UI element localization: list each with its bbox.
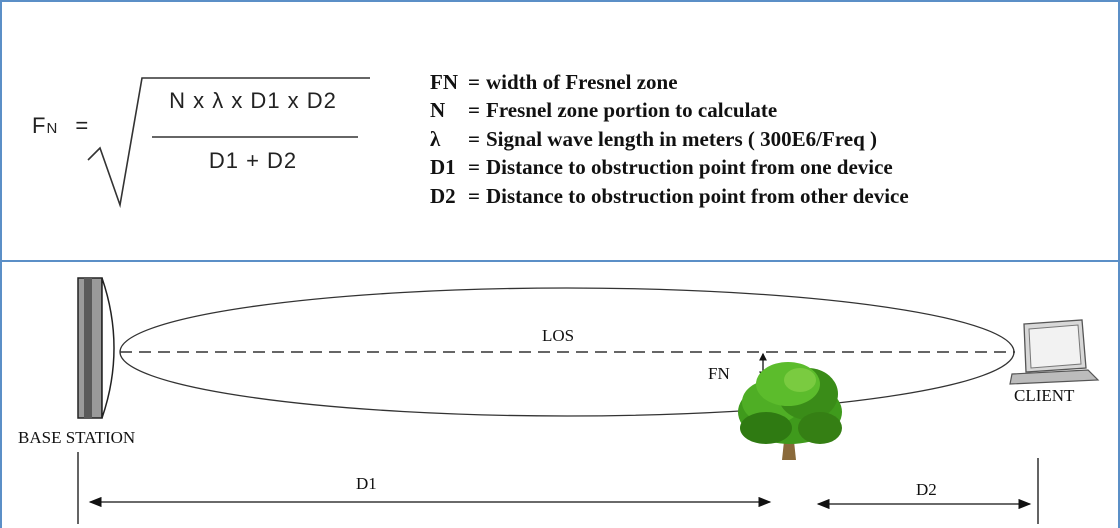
formula-equals: =	[75, 113, 90, 138]
legend-symbol: D1	[430, 155, 456, 180]
legend-row: D2 =Distance to obstruction point from ot…	[430, 182, 1110, 211]
diagram-drawing	[77, 277, 1100, 524]
legend-equals: =	[468, 126, 480, 151]
legend-text: width of Fresnel zone	[486, 69, 678, 94]
formula-lhs: FN =	[32, 113, 89, 139]
d2-label: D2	[916, 480, 937, 499]
legend-equals: =	[468, 69, 480, 94]
fresnel-formula: FN = N x λ x D1 x D2 D1 + D2	[0, 0, 400, 260]
base-station-label: BASE STATION	[18, 428, 136, 447]
legend-symbol: λ	[430, 126, 441, 151]
legend-row: D1 =Distance to obstruction point from on…	[430, 154, 1110, 183]
los-label: LOS	[542, 326, 575, 345]
legend-equals: =	[468, 98, 480, 123]
legend-symbol: N	[430, 98, 446, 123]
legend-symbol: FN	[430, 69, 458, 94]
legend-equals: =	[468, 155, 480, 180]
section-divider	[0, 260, 1120, 262]
radical-sign	[87, 77, 370, 209]
laptop-icon	[1009, 319, 1100, 385]
legend-row: λ =Signal wave length in meters ( 300E6/F…	[430, 125, 1110, 154]
formula-lhs-subscript: N	[46, 120, 59, 137]
d1-label: D1	[356, 474, 377, 493]
legend-text: Fresnel zone portion to calculate	[486, 98, 778, 123]
fn-label: FN	[708, 364, 730, 383]
tree-icon	[738, 362, 842, 460]
legend-text: Distance to obstruction point from other…	[486, 183, 909, 208]
formula-denominator: D1 + D2	[208, 148, 298, 173]
formula-lhs-symbol: F	[32, 113, 47, 138]
legend-text: Signal wave length in meters ( 300E6/Fre…	[486, 126, 878, 151]
legend-text: Distance to obstruction point from one d…	[486, 155, 893, 180]
base-station-antenna-icon	[77, 277, 115, 419]
legend-row: FN =width of Fresnel zone	[430, 68, 1110, 97]
fresnel-zone-diagram: LOS FN BASE STATION CLIENT D1 D2	[0, 262, 1120, 528]
legend-equals: =	[468, 183, 480, 208]
client-label: CLIENT	[1014, 386, 1075, 405]
legend-row: N =Fresnel zone portion to calculate	[430, 97, 1110, 126]
variable-legend: FN=width of Fresnel zone N=Fresnel zone …	[430, 68, 1110, 211]
formula-numerator: N x λ x D1 x D2	[169, 88, 337, 113]
legend-symbol: D2	[430, 183, 456, 208]
